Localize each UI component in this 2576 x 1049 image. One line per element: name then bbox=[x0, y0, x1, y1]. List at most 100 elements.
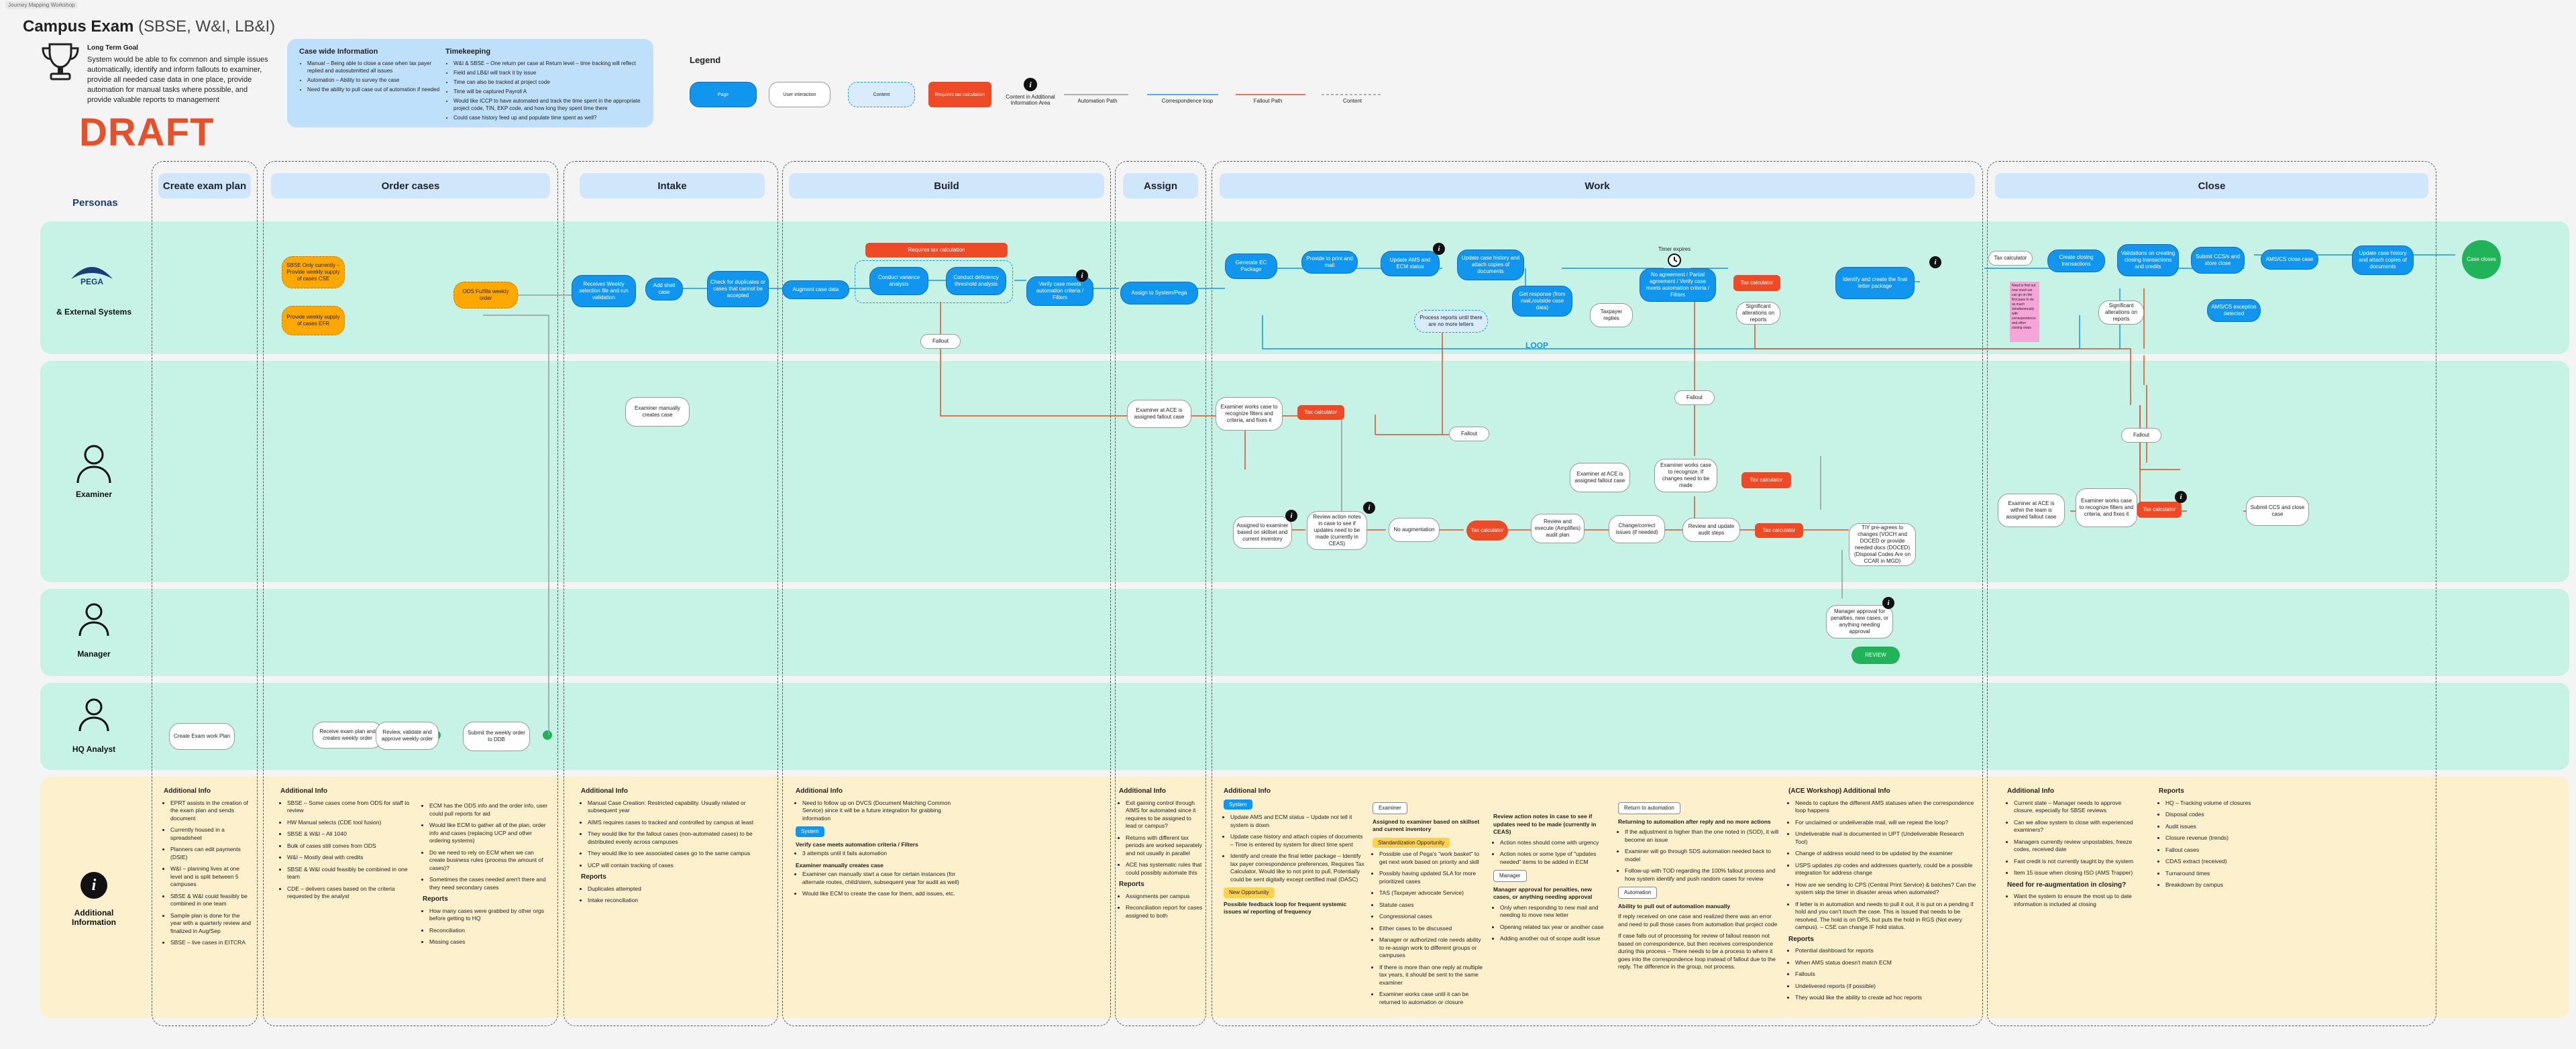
node-check-duplicates[interactable]: Check for duplicates or cases that canno… bbox=[707, 271, 769, 307]
note-subtitle: Verify case meets automation criteria / … bbox=[796, 840, 918, 848]
node-review-execute[interactable]: Review and execute (Amplifies) audit pla… bbox=[1531, 514, 1585, 543]
node-tiy-pre-agrees[interactable]: TIY pre-agrees to changes (VOCH and DOCE… bbox=[1849, 523, 1916, 566]
note-title: Additional Info bbox=[581, 787, 628, 795]
node-ams-exception[interactable]: AMS/CS exception detected bbox=[2207, 299, 2261, 322]
note-title: Additional Info bbox=[796, 787, 843, 795]
node-fallout-work-2[interactable]: Fallout bbox=[1449, 427, 1489, 441]
node-sbse-only[interactable]: SBSE Only currently – Provide weekly sup… bbox=[282, 256, 345, 288]
info-icon[interactable]: i bbox=[1433, 243, 1445, 255]
node-provide-print[interactable]: Provide to print and mail bbox=[1301, 251, 1358, 274]
node-change-correct[interactable]: Change/correct issues (if needed) bbox=[1609, 515, 1665, 543]
note-item: Would like ECM to gather all of the plan… bbox=[429, 822, 550, 845]
info-icon[interactable]: i bbox=[1285, 510, 1297, 522]
info-item: Manual – Being able to close a case when… bbox=[307, 60, 440, 74]
node-taxpayer-replies[interactable]: Taxpayer replies bbox=[1590, 303, 1633, 327]
workshop-tab[interactable]: Journey Mapping Workshop bbox=[5, 1, 78, 9]
legend-fallout-path: Fallout Path bbox=[1253, 98, 1283, 104]
node-tax-calculator-examiner[interactable]: Tax calculator bbox=[1466, 520, 1508, 541]
info-icon: i bbox=[1024, 78, 1037, 91]
legend-content: Content bbox=[848, 82, 915, 107]
node-tax-calculator-work[interactable]: Tax calculator bbox=[1733, 275, 1780, 291]
node-create-closing[interactable]: Create closing transactions bbox=[2047, 250, 2105, 272]
node-ams-close[interactable]: AMS/CS close case bbox=[2261, 250, 2318, 270]
tag-system: System bbox=[796, 826, 824, 837]
node-fallout-close[interactable]: Fallout bbox=[2121, 428, 2161, 443]
info-icon[interactable]: i bbox=[1929, 256, 1941, 268]
note-item: Reconciliation report for cases assigned… bbox=[1126, 904, 1203, 920]
note-item: Possible use of Pega's "work basket" to … bbox=[1379, 850, 1487, 866]
node-receives-weekly[interactable]: Receives Weekly selection file and run v… bbox=[572, 275, 636, 307]
note-item: SBSE & W&I could feasibly be combined in… bbox=[170, 893, 251, 908]
node-submit-ccs-close[interactable]: Submit CCS and close case bbox=[2246, 496, 2309, 526]
node-add-shell[interactable]: Add shell case bbox=[645, 278, 683, 300]
node-no-agreement[interactable]: No agreement / Partial agreement / Verif… bbox=[1640, 268, 1716, 302]
tag-system: System bbox=[1224, 799, 1252, 810]
node-case-closes[interactable]: Case closes bbox=[2462, 240, 2501, 279]
node-tax-calc-close[interactable]: Tax calculator bbox=[1988, 251, 2033, 266]
note-item: Sometimes the cases needed aren't there … bbox=[429, 876, 550, 891]
note-assign: Additional Info Exit gaining control thr… bbox=[1119, 787, 1203, 924]
node-create-exam-plan[interactable]: Create Exam work Plan bbox=[169, 723, 235, 750]
node-examiner-ace-fallout-2[interactable]: Examiner at ACE is assigned fallout case bbox=[1570, 463, 1630, 492]
node-receive-exam-plan[interactable]: Receive exam plan and creates weekly ord… bbox=[313, 722, 382, 749]
stage-build: Build bbox=[789, 173, 1104, 199]
node-tax-calculator-3[interactable]: Tax calculator bbox=[1741, 472, 1791, 488]
node-significant-alterations[interactable]: Significant alterations on reports bbox=[1736, 302, 1780, 325]
note-item: W&I – planning lives at one level and is… bbox=[170, 865, 251, 889]
node-examiner-ace-fallout[interactable]: Examiner at ACE is assigned fallout case bbox=[1127, 400, 1191, 428]
person-icon bbox=[78, 602, 110, 641]
node-review-action-notes[interactable]: Review action notes in case to see if up… bbox=[1307, 511, 1367, 550]
node-examiner-works-case[interactable]: Examiner works case to recognize filters… bbox=[1216, 397, 1283, 431]
note-item: Congressional cases bbox=[1379, 913, 1487, 921]
node-identify-create-letter[interactable]: Identify and create the final letter pac… bbox=[1835, 267, 1915, 299]
node-assigned-to-examiner[interactable]: Assigned to examiner based on skillset a… bbox=[1233, 516, 1292, 549]
node-submit-ccs-store[interactable]: Submit CCS/s and store close bbox=[2191, 247, 2245, 274]
node-fallout-work[interactable]: Fallout bbox=[1674, 390, 1715, 405]
node-conduct-variance[interactable]: Conduct variance analysis bbox=[869, 267, 928, 295]
info-icon[interactable]: i bbox=[1076, 270, 1088, 282]
node-examiner-works-close[interactable]: Examiner works case to recognize filters… bbox=[2076, 488, 2137, 527]
note-item: Turnaround times bbox=[2165, 870, 2279, 878]
node-review-button[interactable]: REVIEW bbox=[1851, 647, 1900, 664]
lane-info bbox=[40, 777, 2569, 1018]
node-fallout-build[interactable]: Fallout bbox=[920, 334, 961, 349]
info-icon[interactable]: i bbox=[1363, 502, 1375, 514]
note-item: ECM has the ODS info and the order info,… bbox=[429, 802, 550, 818]
node-ods-fulfills[interactable]: ODS Fulfills weekly order bbox=[453, 282, 518, 309]
node-no-augmentation[interactable]: No augmentation bbox=[1389, 518, 1440, 542]
node-conduct-deficiency[interactable]: Conduct deficiency threshold analysis bbox=[946, 267, 1006, 295]
info-item: Would like ICCP to have automated and tr… bbox=[453, 97, 643, 112]
node-generate-ec-package[interactable]: Generate EC Package bbox=[1225, 254, 1277, 279]
node-process-reports[interactable]: Process reports until there are no more … bbox=[1414, 310, 1488, 333]
info-icon[interactable]: i bbox=[1882, 597, 1894, 609]
node-get-response[interactable]: Get response (from mail,/outside case da… bbox=[1512, 286, 1572, 317]
node-requires-tax-calc[interactable]: Requires tax calculation bbox=[865, 243, 1008, 258]
note-item: Want the system to ensure the most up to… bbox=[2014, 893, 2141, 908]
node-manager-approval[interactable]: Manager approval for penalties, new case… bbox=[1826, 605, 1893, 639]
info-icon[interactable]: i bbox=[2175, 491, 2187, 503]
note-item: Bulk of cases still comes from ODS bbox=[287, 842, 415, 850]
node-significant-close[interactable]: Significant alterations on reports bbox=[2098, 300, 2144, 325]
node-tax-calc-close-2[interactable]: Tax calculator bbox=[2137, 502, 2182, 518]
node-assign-system[interactable]: Assign to System/Pega bbox=[1120, 282, 1198, 305]
node-update-ams[interactable]: Update AMS and ECM status bbox=[1381, 251, 1440, 276]
node-tax-calculator-2[interactable]: Tax calculator bbox=[1755, 523, 1803, 538]
node-submit-weekly-order[interactable]: Submit the weekly order to DDB bbox=[463, 722, 530, 751]
stage-close: Close bbox=[1995, 173, 2428, 199]
node-update-history-close[interactable]: Update case history and attach copies of… bbox=[2352, 245, 2414, 275]
persona-hq-analyst: HQ Analyst bbox=[72, 744, 116, 754]
goal-title: Long Term Goal bbox=[87, 44, 138, 52]
node-examiner-manually-creates[interactable]: Examiner manually creates case bbox=[625, 397, 690, 427]
note-title: Reports bbox=[2159, 787, 2184, 795]
node-weekly-supply-efr[interactable]: Provide weekly supply of cases EFR bbox=[282, 306, 345, 335]
note-item: Undeliverable mail is documented in UPT … bbox=[1795, 830, 1976, 846]
node-review-validate[interactable]: Review, validate and approve weekly orde… bbox=[376, 722, 439, 750]
node-review-update-steps[interactable]: Review and update audit steps bbox=[1682, 518, 1740, 542]
node-examiner-works-2[interactable]: Examiner works case to recognize. If cha… bbox=[1654, 459, 1717, 492]
node-tax-calculator-assign[interactable]: Tax calculator bbox=[1297, 405, 1344, 420]
node-validations-closing[interactable]: Validations on creating closing transact… bbox=[2117, 244, 2179, 276]
node-augment-case-data[interactable]: Augment case data bbox=[782, 280, 849, 299]
note-item: Adding another out of scope audit issue bbox=[1500, 935, 1607, 943]
node-update-case-history[interactable]: Update case history and attach copies of… bbox=[1457, 250, 1524, 280]
node-examiner-ace-close[interactable]: Examiner at ACE is within the team is as… bbox=[1998, 494, 2065, 527]
